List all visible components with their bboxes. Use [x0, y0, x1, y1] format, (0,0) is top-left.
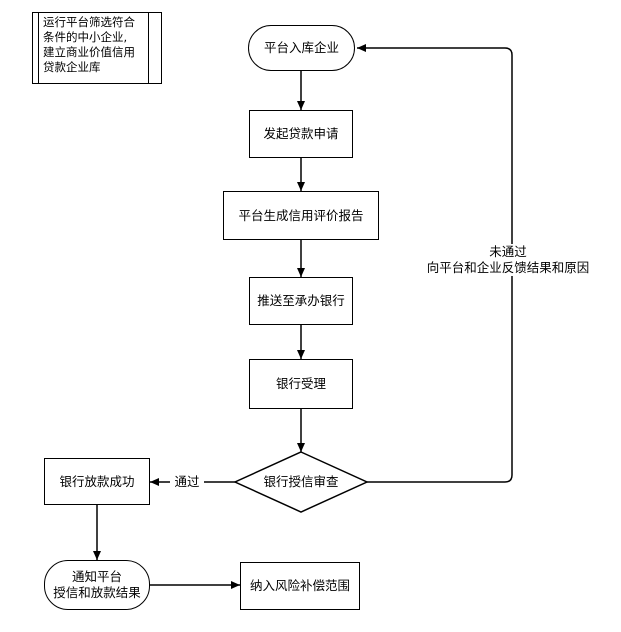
node-credit-review-label: 银行授信审查 [263, 474, 339, 489]
platform-note-text: 运行平台筛选符合 条件的中小企业, 建立商业价值信用 贷款企业库 [43, 15, 157, 75]
node-bank-accept: 银行受理 [249, 359, 353, 409]
node-risk-label: 纳入风险补偿范围 [249, 578, 350, 593]
note-line-2: 条件的中小企业, [43, 30, 128, 44]
node-start-label: 平台入库企业 [263, 40, 339, 55]
edge-pass-label: 通过 [170, 474, 204, 490]
platform-note-box: 运行平台筛选符合 条件的中小企业, 建立商业价值信用 贷款企业库 [32, 12, 162, 84]
note-line-4: 贷款企业库 [43, 60, 101, 74]
edge-fail-label: 未通过 向平台和企业反馈结果和原因 [418, 244, 598, 276]
node-credit-report: 平台生成信用评价报告 [223, 191, 379, 240]
review-diamond-shape [233, 451, 369, 513]
node-push-to-bank: 推送至承办银行 [249, 277, 353, 325]
node-risk-compensation: 纳入风险补偿范围 [240, 562, 360, 610]
node-start-platform-enterprise: 平台入库企业 [248, 25, 355, 71]
node-push-label: 推送至承办银行 [257, 293, 345, 308]
node-apply-label: 发起贷款申请 [263, 126, 339, 141]
node-loan-success: 银行放款成功 [44, 458, 150, 505]
note-line-3: 建立商业价值信用 [43, 45, 135, 59]
edge-fail-label-line-1: 未通过 [489, 244, 527, 259]
node-report-label: 平台生成信用评价报告 [238, 207, 364, 223]
node-notify-line-2: 授信和放款结果 [53, 585, 141, 600]
edge-fail-label-line-2: 向平台和企业反馈结果和原因 [426, 260, 590, 275]
note-line-1: 运行平台筛选符合 [43, 15, 135, 29]
node-success-label: 银行放款成功 [59, 473, 135, 489]
node-loan-application: 发起贷款申请 [249, 110, 353, 158]
node-notify-platform: 通知平台 授信和放款结果 [44, 560, 150, 610]
node-accept-label: 银行受理 [275, 376, 326, 391]
node-notify-line-1: 通知平台 [71, 569, 122, 584]
